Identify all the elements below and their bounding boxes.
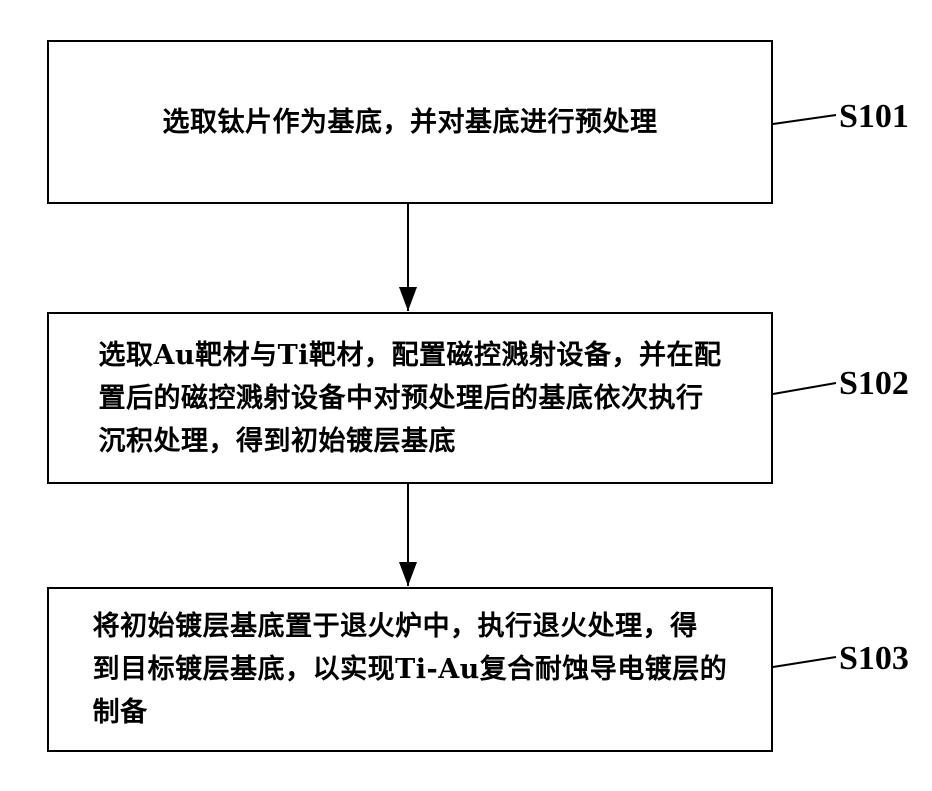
step-label-s101: S101: [839, 99, 909, 135]
step-text-s101: 选取钛片作为基底，并对基底进行预处理: [163, 101, 658, 144]
step-label-s102: S102: [839, 366, 909, 402]
arrowhead-step1-to-step2: [399, 287, 417, 311]
step-box-s103: 将初始镀层基底置于退火炉中，执行退火处理，得 到目标镀层基底，以实现Ti-Au复…: [47, 587, 773, 752]
leader-line-s101: [773, 115, 836, 124]
leader-line-s102: [773, 383, 836, 394]
arrowhead-step2-to-step3: [399, 562, 417, 586]
step-text-s103: 将初始镀层基底置于退火炉中，执行退火处理，得 到目标镀层基底，以实现Ti-Au复…: [93, 605, 728, 734]
leader-line-s103: [773, 657, 836, 667]
step-text-s102: 选取Au靶材与Ti靶材，配置磁控溅射设备，并在配 置后的磁控溅射设备中对预处理后…: [99, 334, 722, 463]
step-box-s101: 选取钛片作为基底，并对基底进行预处理: [47, 40, 773, 204]
step-label-s103: S103: [839, 641, 909, 677]
step-box-s102: 选取Au靶材与Ti靶材，配置磁控溅射设备，并在配 置后的磁控溅射设备中对预处理后…: [47, 312, 773, 484]
